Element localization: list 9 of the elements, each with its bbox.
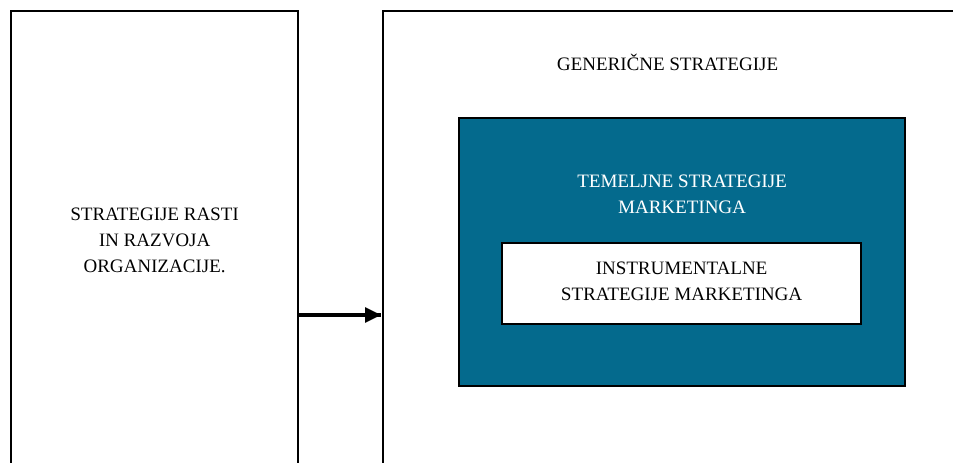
strategy-box [10, 10, 299, 463]
strategy-box [501, 242, 862, 325]
arrow [299, 307, 381, 323]
strategy-panel [458, 117, 906, 387]
node-label: INSTRUMENTALNE STRATEGIJE MARKETINGA [560, 257, 804, 307]
node-label: TEMELJNE STRATEGIJE MARKETINGA [576, 170, 788, 220]
node-label: GENERIČNE STRATEGIJE [556, 52, 780, 77]
node-label: STRATEGIJE RASTI IN RAZVOJA ORGANIZACIJE. [69, 203, 240, 279]
strategy-panel [382, 10, 953, 463]
